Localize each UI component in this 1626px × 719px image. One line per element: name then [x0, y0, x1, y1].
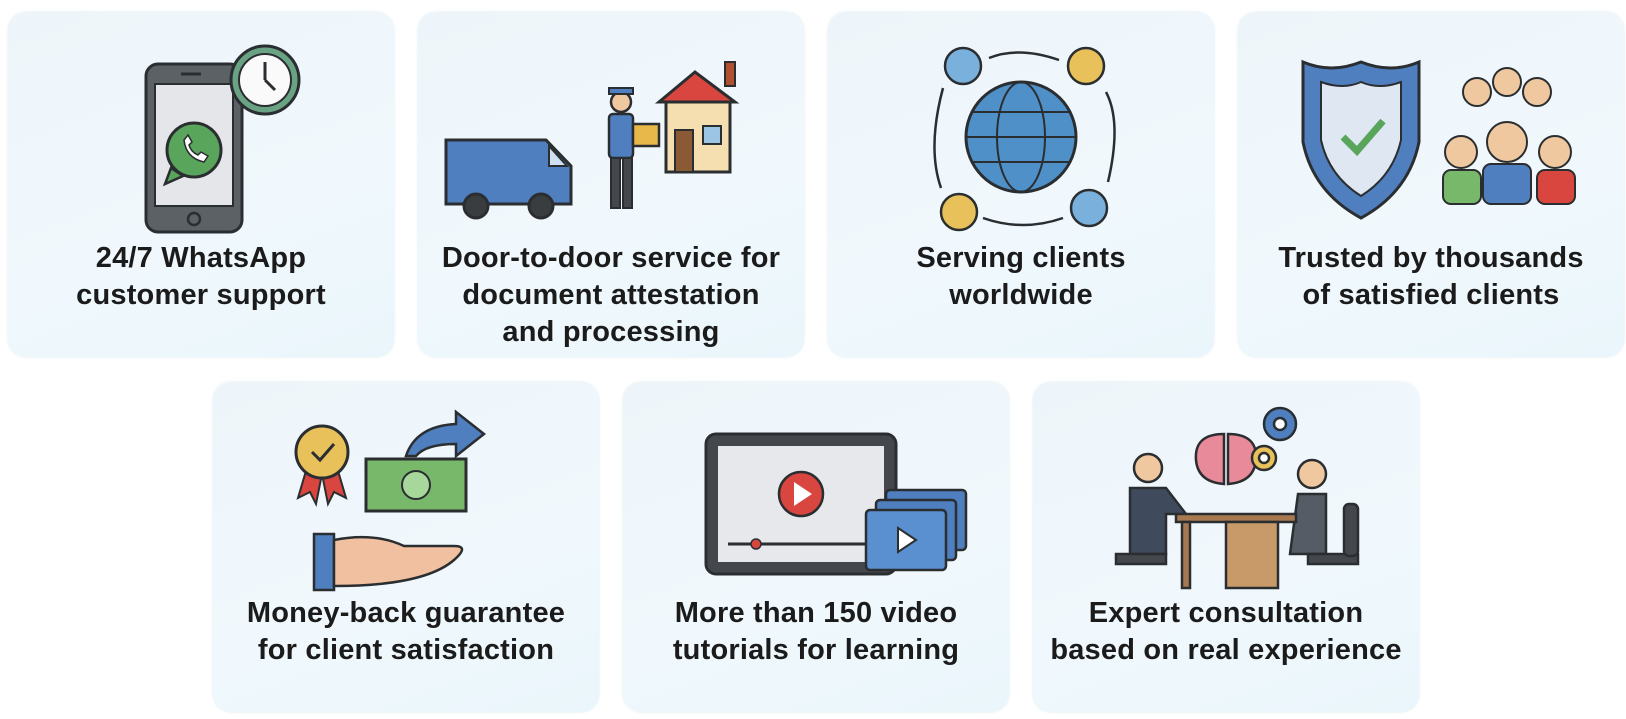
label-line: for client satisfaction [257, 634, 555, 666]
label-line: 24/7 WhatsApp [95, 242, 307, 274]
label-line: and processing [502, 316, 720, 348]
label-line: Expert consultation [1088, 597, 1364, 629]
feature-label: More than 150 video tutorials for learni… [623, 595, 1009, 669]
feature-label: Door-to-door service for document attest… [418, 240, 804, 351]
label-line: worldwide [949, 279, 1093, 311]
globe-clients-icon [933, 46, 1116, 232]
label-line: tutorials for learning [672, 634, 960, 666]
feature-card-expert-consultation: Expert consultation based on real experi… [1033, 382, 1419, 712]
feature-label: Trusted by thousands of satisfied client… [1238, 240, 1624, 314]
money-back-hand-icon [294, 409, 487, 592]
video-tutorials-icon [704, 432, 968, 576]
label-line: More than 150 video [674, 597, 958, 629]
label-line: Trusted by thousands [1278, 242, 1584, 274]
feature-card-whatsapp-support: 24/7 WhatsApp customer support [8, 12, 394, 357]
feature-card-money-back: Money-back guarantee for client satisfac… [213, 382, 599, 712]
label-line: based on real experience [1050, 634, 1402, 666]
whatsapp-phone-clock-icon [144, 44, 301, 234]
feature-label: 24/7 WhatsApp customer support [8, 240, 394, 314]
consultation-meeting-icon [1114, 406, 1360, 590]
label-line: Serving clients [916, 242, 1126, 274]
feature-label: Serving clients worldwide [828, 240, 1214, 314]
label-line: customer support [76, 279, 326, 311]
label-line: Door-to-door service for [441, 242, 781, 274]
label-line: Money-back guarantee [246, 597, 566, 629]
feature-card-door-to-door: Door-to-door service for document attest… [418, 12, 804, 357]
feature-label: Money-back guarantee for client satisfac… [213, 595, 599, 669]
feature-label: Expert consultation based on real experi… [1033, 595, 1419, 669]
label-line: document attestation [462, 279, 760, 311]
label-line: of satisfied clients [1302, 279, 1560, 311]
feature-card-worldwide: Serving clients worldwide [828, 12, 1214, 357]
shield-crowd-icon [1301, 59, 1576, 220]
feature-card-video-tutorials: More than 150 video tutorials for learni… [623, 382, 1009, 712]
feature-card-trusted: Trusted by thousands of satisfied client… [1238, 12, 1624, 357]
delivery-van-house-icon [444, 61, 740, 220]
